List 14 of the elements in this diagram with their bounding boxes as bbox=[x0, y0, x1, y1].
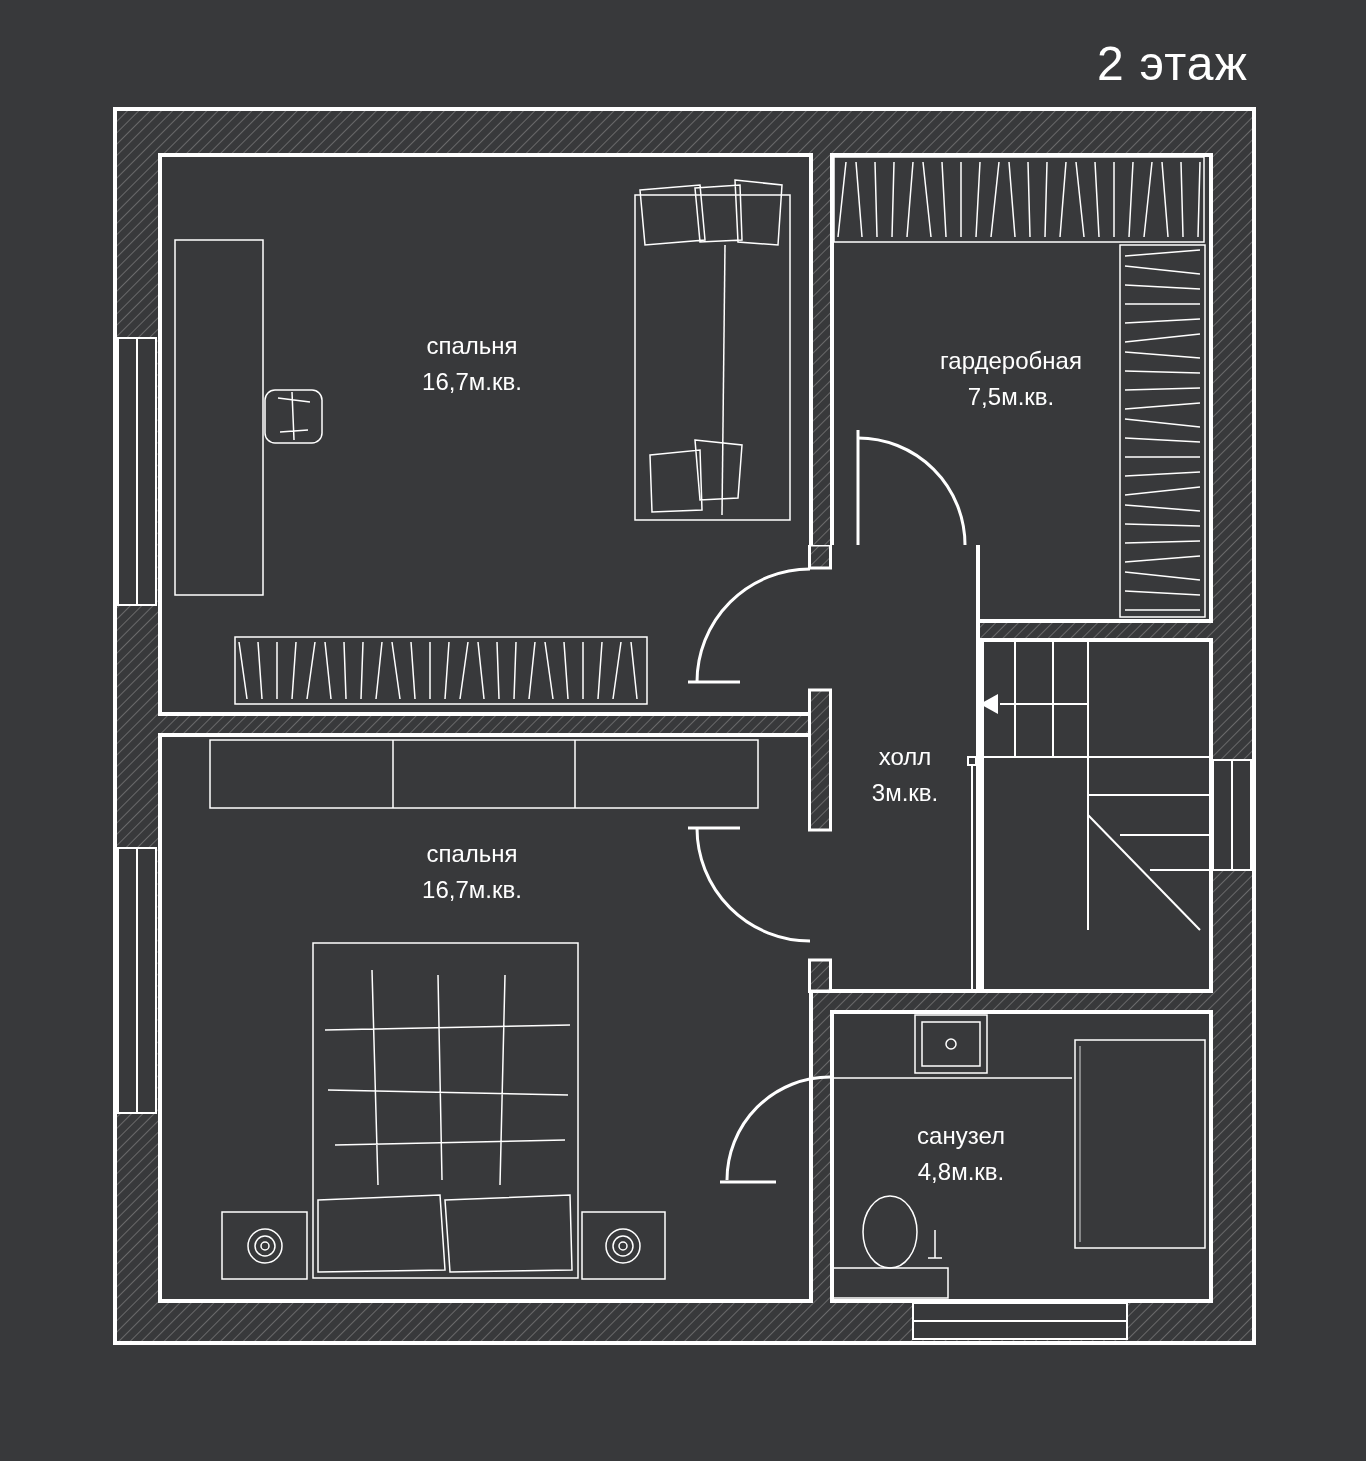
room-area: 16,7м.кв. bbox=[422, 364, 522, 400]
room-name: холл bbox=[878, 742, 932, 772]
room-name: санузел bbox=[917, 1121, 1005, 1151]
room-outline bbox=[830, 1010, 1213, 1303]
room-outline bbox=[158, 733, 813, 1303]
room-area: 3м.кв. bbox=[871, 775, 939, 811]
room-area: 7,5м.кв. bbox=[967, 379, 1055, 415]
room-area: 4,8м.кв. bbox=[917, 1154, 1005, 1190]
room-area: 16,7м.кв. bbox=[422, 872, 522, 908]
room-name: гардеробная bbox=[940, 346, 1082, 376]
room-outline bbox=[158, 153, 813, 716]
room-name: спальня bbox=[426, 331, 518, 361]
room-name: спальня bbox=[426, 839, 518, 869]
floor-title: 2 этаж bbox=[1097, 36, 1248, 92]
